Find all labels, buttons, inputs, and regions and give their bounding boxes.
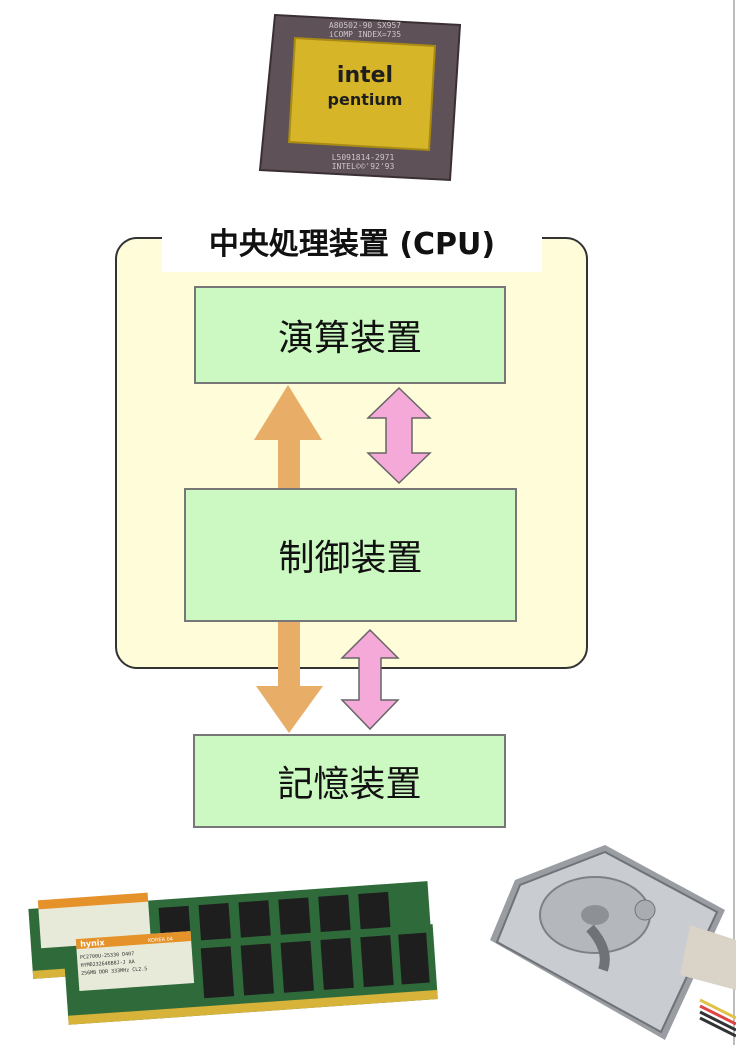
control-arrow-memory xyxy=(340,628,400,731)
chip-brand: intel xyxy=(337,63,393,88)
chip-code-bottom: L5091814-2971 xyxy=(332,153,395,162)
memory-box: 記憶装置 xyxy=(193,734,506,828)
chip-code-top2: iCOMP INDEX=735 xyxy=(329,30,401,39)
ram-label-2: PC2700U-25330 D407 xyxy=(80,951,134,961)
alu-box: 演算装置 xyxy=(194,286,506,384)
cpu-chip-image: A80502-90 SX957 iCOMP INDEX=735 intel pe… xyxy=(258,13,462,182)
chip-model: pentium xyxy=(328,90,403,109)
data-arrow-down xyxy=(256,622,323,733)
data-arrow-up xyxy=(254,385,322,488)
chip-code-top: A80502-90 SX957 xyxy=(329,21,401,30)
ram-label-3: HYMD232646B8J-J AA xyxy=(80,959,134,969)
ram-brand: hynix xyxy=(80,938,106,949)
control-unit-box: 制御装置 xyxy=(184,488,517,622)
ram-modules-image: hynix KOREA 04 PC2700U-25330 D407 HYMD23… xyxy=(28,881,438,1025)
control-arrow-alu xyxy=(366,386,432,485)
chip-code-bottom2: INTEL©©'92'93 xyxy=(332,162,395,171)
ram-label-1: KOREA 04 xyxy=(148,936,173,944)
hard-disk-image xyxy=(490,845,736,1040)
cpu-title: 中央処理装置 (CPU) xyxy=(162,210,542,272)
ram-label-4: 256MB DDR 333MHz CL2.5 xyxy=(81,966,147,977)
page-edge-line xyxy=(733,0,735,1045)
